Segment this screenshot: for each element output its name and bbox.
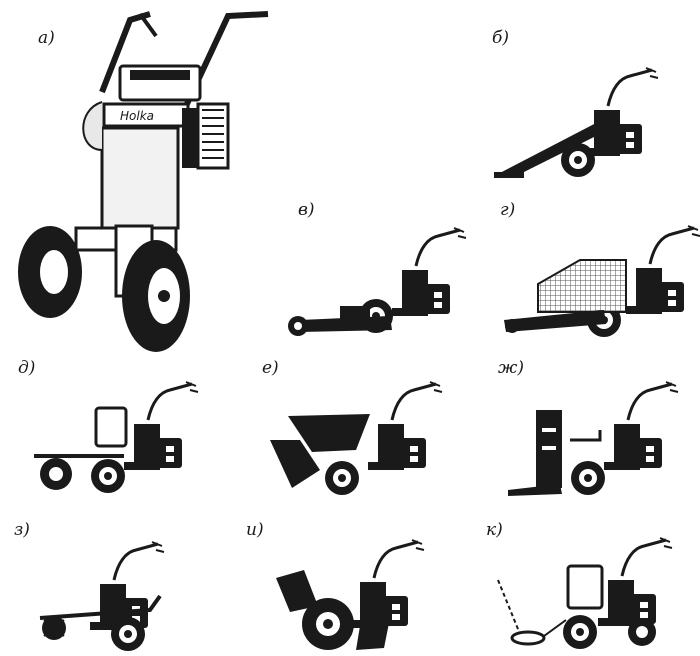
lift-attachment-zh [508,380,680,496]
panel-label-b: б) [492,28,510,48]
panel-label-v: в) [298,200,315,220]
panel-label-i: и) [246,520,264,540]
panel-label-a: а) [38,28,55,48]
cultivator-attachment-z [39,540,166,651]
panel-label-g: г) [500,200,516,220]
panel-label-e: е) [262,358,279,378]
brand-plate: Holka [120,109,154,123]
lawn-mower-attachment-v [288,226,468,336]
snow-blower-attachment-e [270,380,444,495]
sweeper-attachment-d [34,380,200,493]
baler-attachment-g [504,224,700,337]
panel-label-z: з) [14,520,30,540]
mower-attachment-b [494,66,660,178]
sprayer-attachment-k [497,536,674,649]
panel-label-zh: ж) [498,358,524,378]
walking-tractor-a: Holka [18,11,269,352]
panel-label-k: к) [486,520,503,540]
plough-attachment-i [276,538,426,650]
panel-label-d: д) [18,358,36,378]
